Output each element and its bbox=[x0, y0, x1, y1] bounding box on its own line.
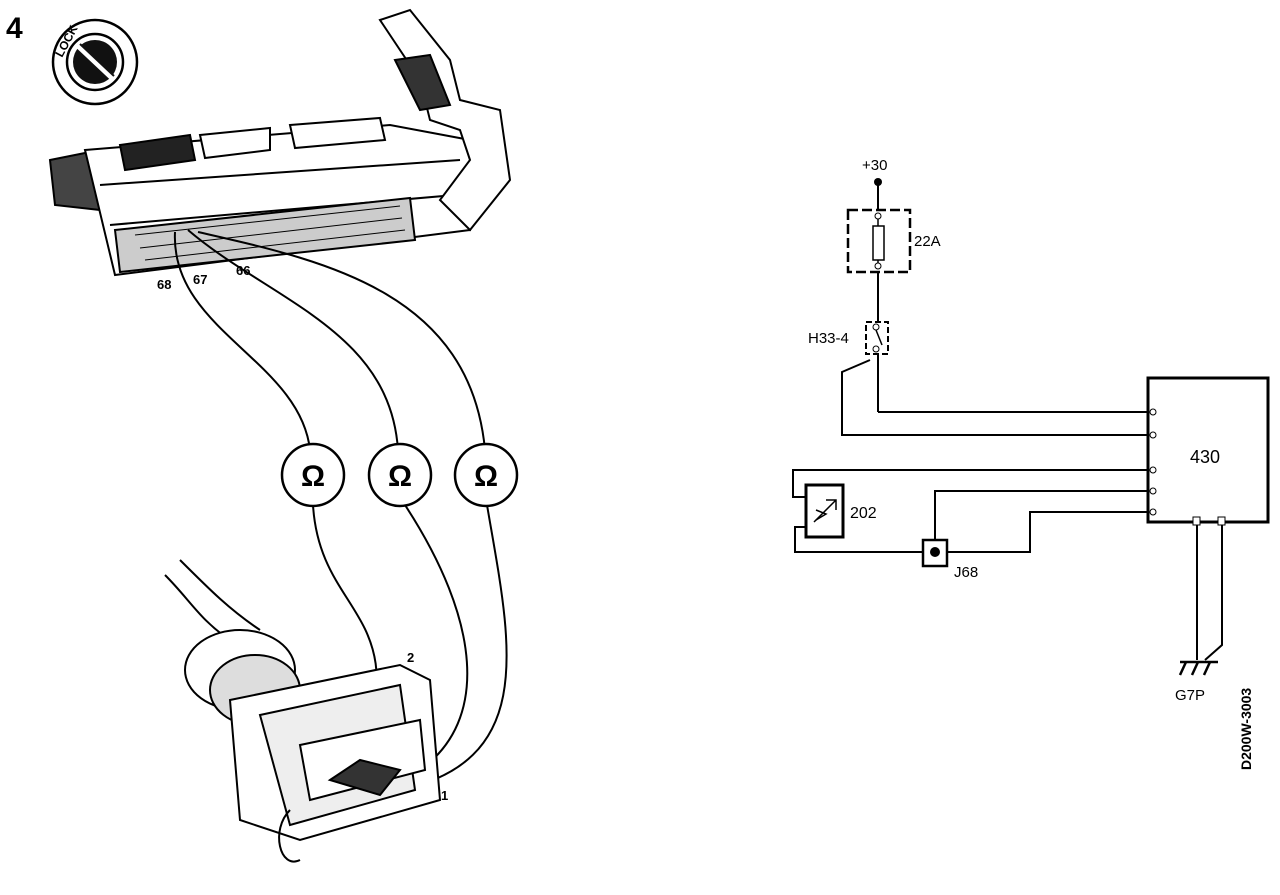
ground-icon bbox=[1178, 660, 1218, 676]
lock-key-icon bbox=[51, 18, 139, 106]
schematic-wiring bbox=[792, 182, 1223, 661]
probe-wire-66 bbox=[197, 231, 486, 451]
ohmmeter-1: Ω bbox=[280, 442, 346, 508]
switch-h33 bbox=[865, 321, 889, 355]
fuse-icon bbox=[846, 208, 912, 274]
probe-wire-67-lower bbox=[404, 504, 469, 771]
junction-j68 bbox=[921, 538, 949, 568]
probe-wire-68 bbox=[173, 231, 311, 451]
connector-pin-label-1: 1 bbox=[441, 788, 448, 803]
probe-wire-66-lower bbox=[399, 504, 508, 791]
sensor-connector bbox=[164, 559, 442, 863]
ecu-box bbox=[1146, 376, 1270, 526]
ohmmeter-icon: Ω bbox=[301, 460, 325, 493]
ecu-connector bbox=[48, 8, 512, 277]
ohmmeter-icon: Ω bbox=[474, 460, 498, 493]
ohmmeter-3: Ω bbox=[453, 442, 519, 508]
junction-label: J68 bbox=[954, 564, 978, 581]
ohmmeter-icon: Ω bbox=[388, 460, 412, 493]
supply-label: +30 bbox=[862, 157, 887, 174]
ground-label: G7P bbox=[1175, 687, 1205, 704]
pin-label-67: 67 bbox=[193, 272, 207, 287]
sensor-202 bbox=[804, 483, 845, 539]
step-number: 4 bbox=[6, 12, 23, 45]
sensor-label: 202 bbox=[850, 505, 877, 522]
switch-label: H33-4 bbox=[808, 330, 849, 347]
pin-label-68: 68 bbox=[157, 277, 171, 292]
ecu-label: 430 bbox=[1190, 447, 1220, 467]
fuse-label: 22A bbox=[914, 233, 941, 250]
probe-wire-67 bbox=[187, 229, 399, 451]
supply-terminal bbox=[874, 178, 882, 186]
connector-pin-label-2: 2 bbox=[407, 650, 414, 665]
figure-code: D200W-3003 bbox=[1238, 687, 1254, 770]
ohmmeter-2: Ω bbox=[367, 442, 433, 508]
